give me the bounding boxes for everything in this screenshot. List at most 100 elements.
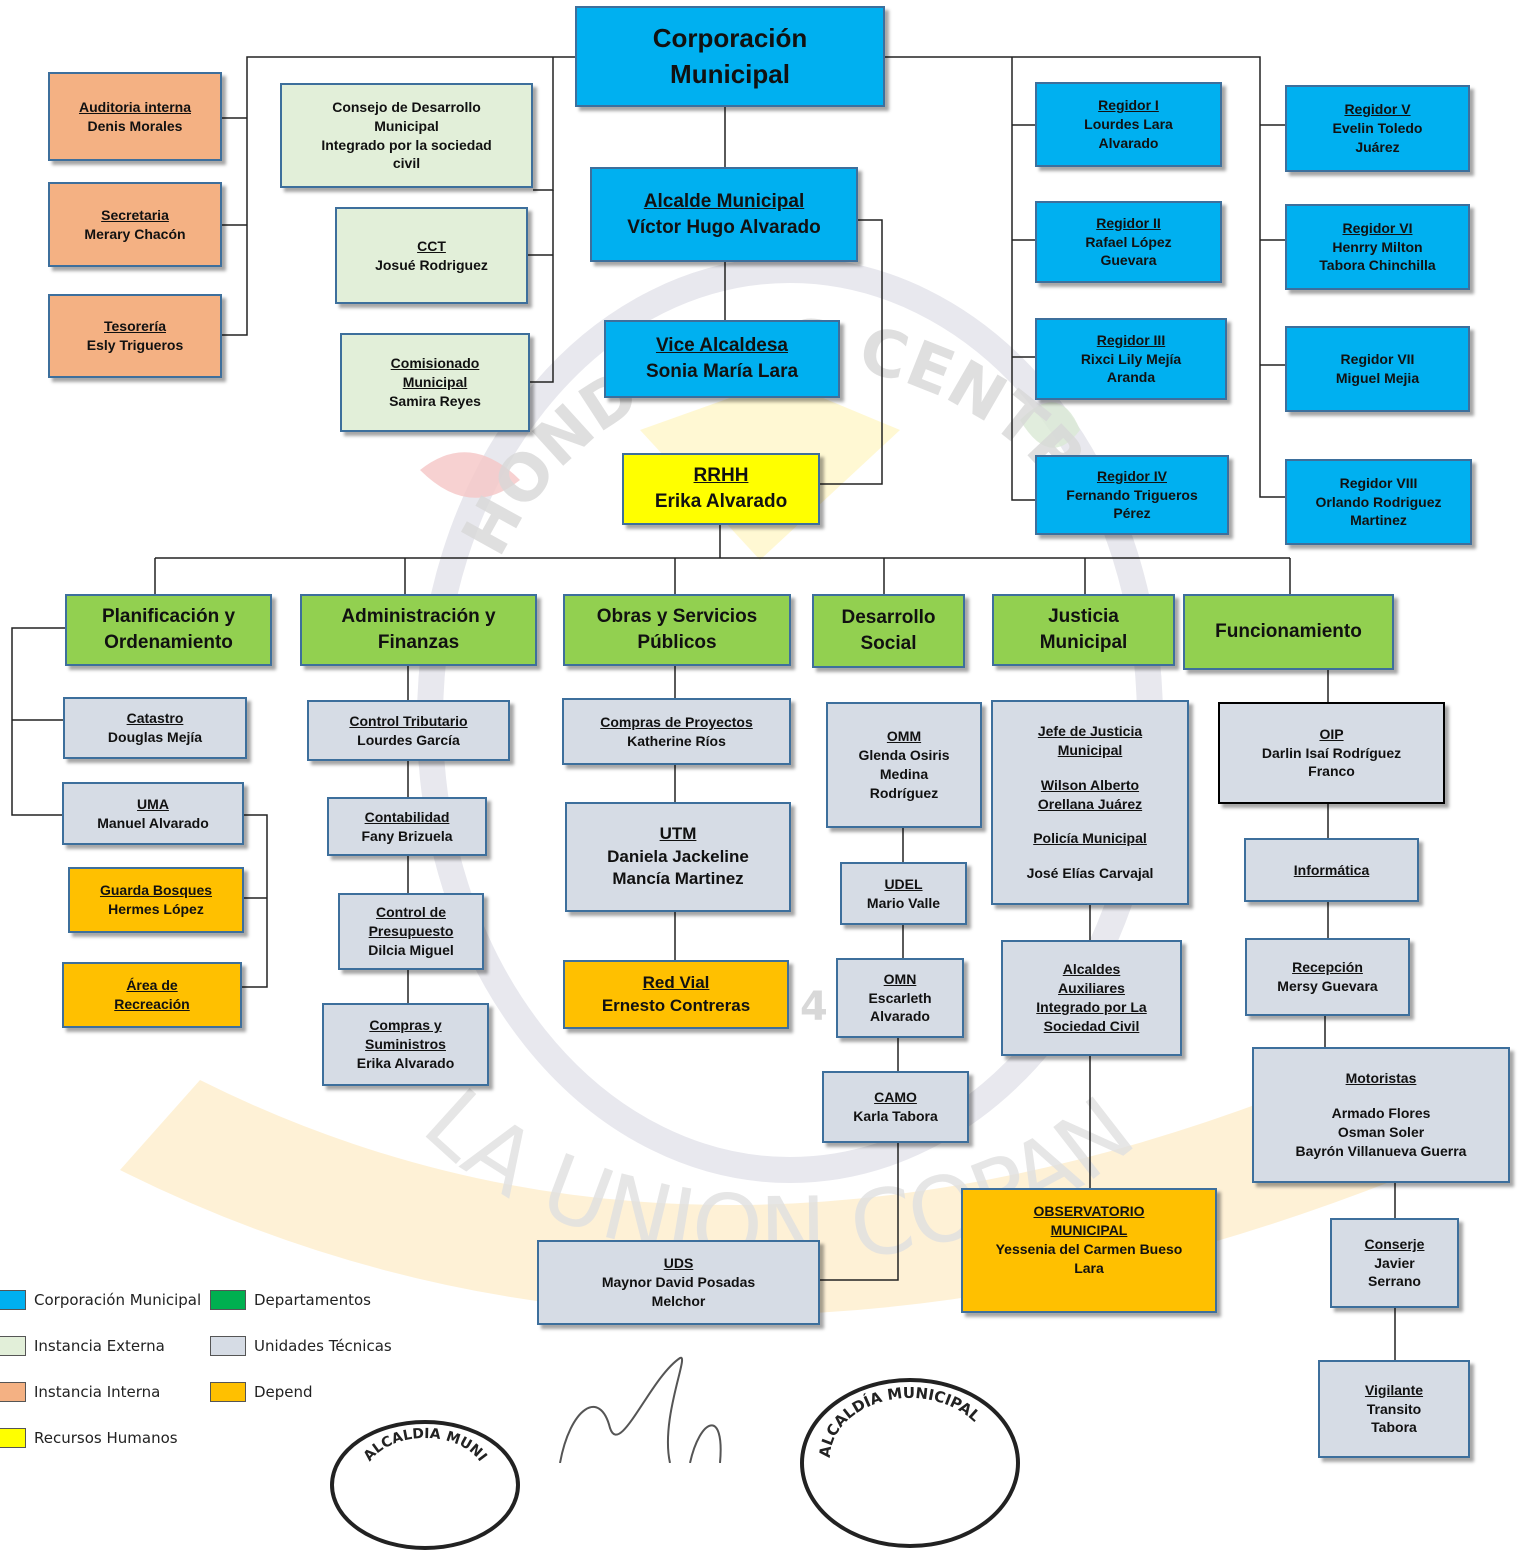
dept-desarrollo-line2: Social	[860, 633, 917, 654]
vice-alcaldesa-box: Vice Alcaldesa Sonia María Lara	[604, 320, 840, 398]
consejo-line2: Municipal	[374, 117, 439, 134]
vice-title: Vice Alcaldesa	[655, 335, 789, 357]
legend-corporacion: Corporación Municipal	[0, 1290, 201, 1310]
comisionado-name: Samira Reyes	[389, 392, 481, 409]
vigilante-name2: Tabora	[1371, 1419, 1417, 1436]
regidor-viii-name2: Martinez	[1350, 512, 1407, 529]
uds-title: UDS	[663, 1255, 694, 1272]
regidor-viii-name1: Orlando Rodriguez	[1315, 493, 1442, 510]
watermark-leaf	[420, 452, 520, 498]
alcaldes-line1: Alcaldes	[1062, 961, 1121, 978]
informatica-box: Informática	[1244, 838, 1419, 902]
regidor-v-box: Regidor V Evelin Toledo Juárez	[1285, 85, 1470, 172]
regidor-iii-name2: Aranda	[1106, 369, 1156, 386]
seal-left-text: ALCALDIA MUNIC	[330, 1420, 490, 1463]
regidor-iii-title: Regidor III	[1096, 331, 1166, 348]
secretaria-title: Secretaria	[101, 206, 169, 223]
legend-label-externa: Instancia Externa	[34, 1337, 165, 1355]
rrhh-title: RRHH	[693, 465, 749, 487]
regidor-i-name1: Lourdes Lara	[1084, 116, 1173, 133]
svg-text:ALCALDÍA MUNICIPAL: ALCALDÍA MUNICIPAL	[816, 1384, 984, 1459]
cct-name: Josué Rodriguez	[375, 256, 488, 273]
jefe-title1: Jefe de Justicia	[1037, 722, 1143, 739]
contabilidad-name: Fany Brizuela	[361, 827, 453, 844]
utm-box: UTM Daniela Jackeline Mancía Martinez	[565, 802, 791, 912]
omm-name1: Glenda Osiris	[858, 747, 950, 764]
udel-box: UDEL Mario Valle	[840, 862, 967, 925]
svg-text:ALCALDIA MUNIC: ALCALDIA MUNIC	[330, 1420, 490, 1463]
legend-swatch-rrhh	[0, 1428, 26, 1448]
observatorio-title1: OBSERVATORIO	[1033, 1203, 1145, 1219]
legend-swatch-corporacion	[0, 1290, 26, 1310]
recreacion-title1: Área de	[126, 977, 178, 994]
legend-interna: Instancia Interna	[0, 1382, 160, 1402]
secretaria-box: Secretaria Merary Chacón	[48, 182, 222, 267]
rrhh-box: RRHH Erika Alvarado	[622, 453, 820, 525]
dept-administracion-line2: Finanzas	[377, 632, 460, 653]
policia-name: José Elías Carvajal	[1026, 865, 1154, 882]
red-vial-box: Red Vial Ernesto Contreras	[563, 960, 789, 1029]
jefe-name1: Wilson Alberto	[1040, 776, 1140, 793]
dept-obras: Obras y Servicios Públicos	[563, 594, 791, 666]
consejo-line1: Consejo de Desarrollo	[332, 98, 481, 115]
jefe-justicia-box: Jefe de Justicia Municipal Wilson Albert…	[991, 700, 1189, 905]
omm-title: OMM	[886, 728, 922, 745]
corporacion-line2: Municipal	[670, 58, 790, 89]
regidor-vii-box: Regidor VII Miguel Mejia	[1285, 326, 1470, 412]
dept-planificacion-line1: Planificación y	[101, 606, 236, 628]
tesoreria-box: Tesorería Esly Trigueros	[48, 294, 222, 378]
dept-funcionamiento: Funcionamiento	[1183, 594, 1394, 670]
legend-label-departamentos: Departamentos	[254, 1291, 371, 1309]
oip-name1: Darlin Isaí Rodríguez	[1261, 744, 1402, 761]
observatorio-name1: Yessenia del Carmen Bueso	[995, 1240, 1183, 1257]
omm-name3: Rodríguez	[869, 784, 939, 801]
conserje-title: Conserje	[1364, 1235, 1425, 1252]
guarda-bosques-title: Guarda Bosques	[99, 882, 213, 899]
conserje-name1: Javier	[1374, 1254, 1415, 1271]
motoristas-name3: Bayrón Villanueva Guerra	[1295, 1142, 1467, 1159]
motoristas-box: Motoristas Armado Flores Osman Soler Bay…	[1252, 1047, 1510, 1183]
legend-rrhh: Recursos Humanos	[0, 1428, 178, 1448]
regidor-iv-title: Regidor IV	[1096, 467, 1167, 484]
regidor-vii-name1: Miguel Mejia	[1335, 370, 1420, 386]
legend-externa: Instancia Externa	[0, 1336, 165, 1356]
control-tributario-name: Lourdes García	[357, 731, 460, 748]
regidor-iii-box: Regidor III Rixci Lily Mejía Aranda	[1035, 318, 1227, 400]
regidor-iv-name2: Pérez	[1113, 505, 1151, 522]
legend-swatch-externa	[0, 1336, 26, 1356]
area-recreacion-box: Área de Recreación	[62, 962, 242, 1028]
tesoreria-name: Esly Trigueros	[86, 337, 184, 353]
vigilante-name1: Transito	[1366, 1400, 1422, 1417]
legend-label-depend: Depend	[254, 1383, 313, 1401]
dept-administracion: Administración y Finanzas	[300, 594, 537, 666]
alcaldes-line3: Integrado por La	[1036, 999, 1147, 1015]
policia-title: Policía Municipal	[1033, 830, 1147, 847]
recepcion-name: Mersy Guevara	[1277, 978, 1378, 994]
regidor-iv-name1: Fernando Trigueros	[1066, 486, 1198, 503]
legend-label-interna: Instancia Interna	[34, 1383, 161, 1401]
motoristas-title: Motoristas	[1345, 1070, 1417, 1087]
regidor-vi-name2: Tabora Chinchilla	[1319, 257, 1436, 274]
udel-name: Mario Valle	[866, 894, 941, 911]
omn-box: OMN Escarleth Alvarado	[836, 958, 964, 1038]
compras-proyectos-title: Compras de Proyectos	[600, 713, 753, 730]
observatorio-box: OBSERVATORIO MUNICIPAL Yessenia del Carm…	[961, 1188, 1217, 1313]
dept-planificacion-line2: Ordenamiento	[104, 632, 233, 653]
control-tributario-box: Control Tributario Lourdes García	[307, 700, 510, 761]
dept-desarrollo-line1: Desarrollo	[841, 607, 936, 629]
compras-title1: Compras y	[369, 1017, 442, 1034]
jefe-title2: Municipal	[1057, 741, 1123, 758]
oip-name2: Franco	[1308, 763, 1355, 780]
compras-proyectos-name: Katherine Ríos	[627, 732, 726, 749]
udel-title: UDEL	[884, 875, 923, 892]
observatorio-title2: MUNICIPAL	[1050, 1221, 1128, 1238]
alcaldes-auxiliares-box: Alcaldes Auxiliares Integrado por La Soc…	[1001, 940, 1182, 1056]
utm-title: UTM	[659, 823, 697, 843]
contabilidad-title: Contabilidad	[364, 808, 450, 825]
watermark-year: 4	[800, 984, 828, 1030]
informatica-title: Informática	[1293, 861, 1370, 878]
legend-label-tecnicas: Unidades Técnicas	[254, 1337, 392, 1355]
dept-obras-line1: Obras y Servicios	[596, 606, 758, 628]
auditoria-title: Auditoria interna	[78, 98, 191, 115]
omn-name2: Alvarado	[870, 1008, 930, 1025]
